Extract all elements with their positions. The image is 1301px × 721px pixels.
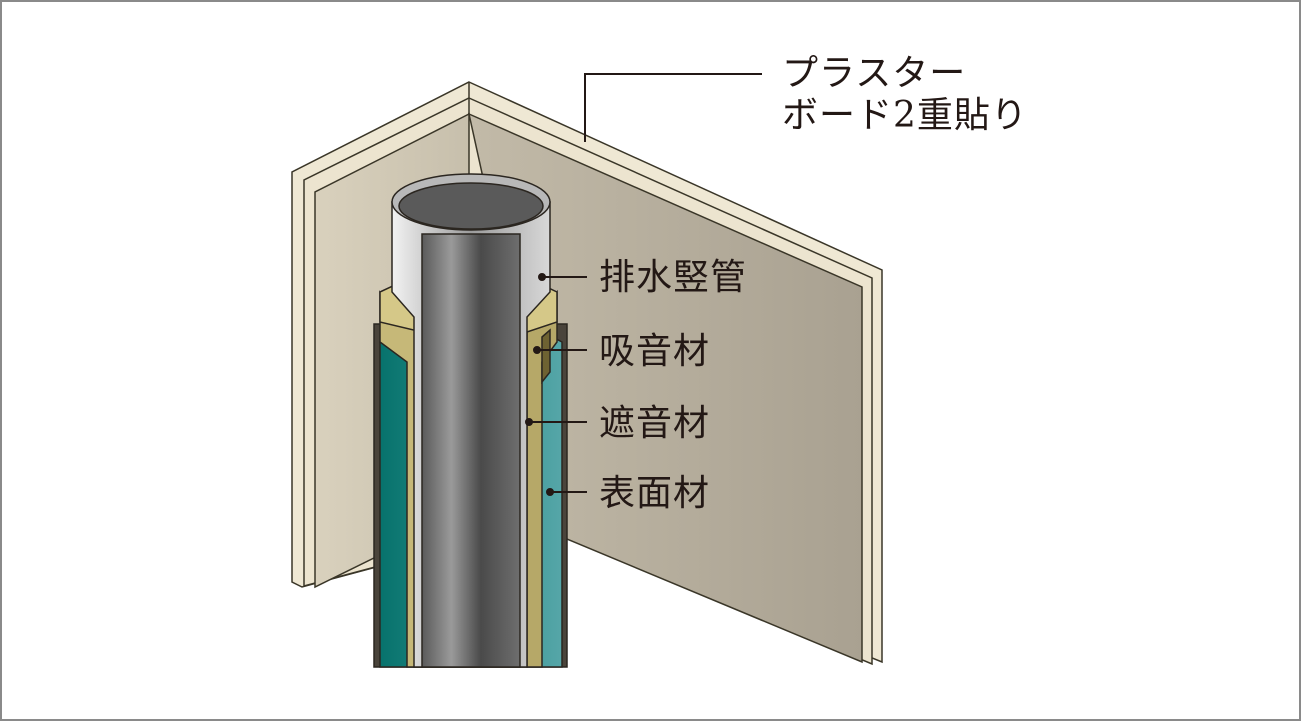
label-plasterboard-line1: プラスター xyxy=(782,53,967,94)
label-plasterboard-line2: ボード2重貼り xyxy=(782,95,1028,136)
label-drain-pipe: 排水竪管 xyxy=(599,257,748,298)
label-sound-insulating: 遮音材 xyxy=(599,403,711,444)
leader-lines xyxy=(525,73,762,496)
drain-pipe-assembly xyxy=(373,173,568,668)
label-sound-absorbing: 吸音材 xyxy=(599,331,711,372)
label-surface-material: 表面材 xyxy=(599,473,711,514)
